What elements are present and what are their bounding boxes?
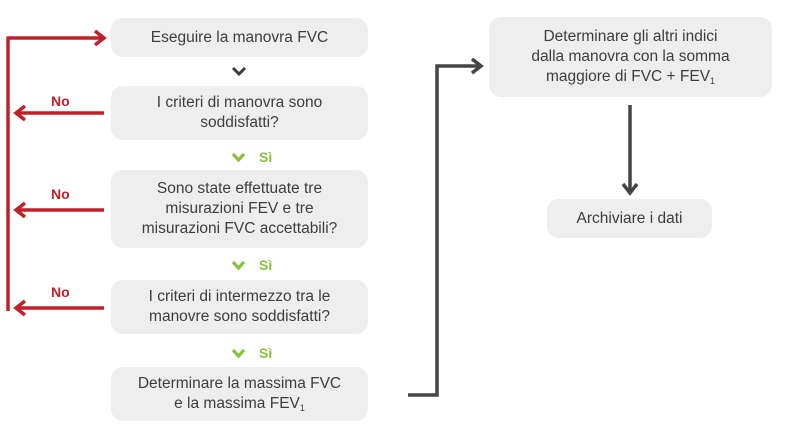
step-determine-other-indices: Determinare gli altri indici dalla manov… <box>489 17 772 97</box>
chevron-down-icon <box>231 66 247 77</box>
yes-label: Sì <box>259 345 273 361</box>
yes-branch: Sì <box>231 149 272 165</box>
step-text-line: misurazioni FEV e tre <box>165 200 314 217</box>
step-execute-fvc-label: Eseguire la manovra FVC <box>150 28 329 46</box>
no-label: No <box>51 186 70 202</box>
arrow-down-icon <box>621 105 639 196</box>
no-label: No <box>51 284 70 300</box>
step-text-line: I criteri di manovra sono <box>156 94 323 111</box>
yes-branch: Sì <box>231 257 272 273</box>
arrow-left-icon <box>13 201 104 219</box>
step-text-line: dalla manovra con la somma <box>531 48 730 65</box>
step-execute-fvc: Eseguire la manovra FVC <box>111 18 368 57</box>
step-determine-max: Determinare la massima FVC e la massima … <box>111 367 368 421</box>
arrow-left-icon <box>13 299 104 317</box>
step-three-acceptable-measurements: Sono state effettuate tre misurazioni FE… <box>111 170 368 248</box>
check-icon <box>231 152 246 162</box>
arrow-left-icon <box>13 104 104 122</box>
step-maneuver-criteria: I criteri di manovra sono soddisfatti? <box>111 86 368 140</box>
arrow-right-icon <box>408 57 484 397</box>
check-icon <box>231 260 246 270</box>
yes-label: Sì <box>259 257 273 273</box>
step-text-line: soddisfatti? <box>200 114 279 131</box>
arrow-right-icon <box>6 29 107 47</box>
step-text-line: Determinare gli altri indici <box>543 28 718 45</box>
step-text-line: e la massima FEV1 <box>174 395 305 413</box>
step-text-line: maggiore di FVC + FEV1 <box>545 68 716 86</box>
yes-branch: Sì <box>231 345 272 361</box>
step-intermediate-criteria: I criteri di intermezzo tra le manovre s… <box>111 280 368 334</box>
step-text-line: misurazioni FVC accettabili? <box>141 220 338 237</box>
step-text-line: Sono state effettuate tre <box>156 180 323 197</box>
yes-label: Sì <box>259 149 273 165</box>
step-text-line: Determinare la massima FVC <box>137 375 342 392</box>
check-icon <box>231 348 246 358</box>
step-archive-data-label: Archiviare i dati <box>576 209 683 227</box>
step-text-line: manovre sono soddisfatti? <box>149 308 330 325</box>
step-text-line: I criteri di intermezzo tra le <box>148 288 331 305</box>
step-archive-data: Archiviare i dati <box>547 199 712 238</box>
no-label: No <box>51 93 70 109</box>
